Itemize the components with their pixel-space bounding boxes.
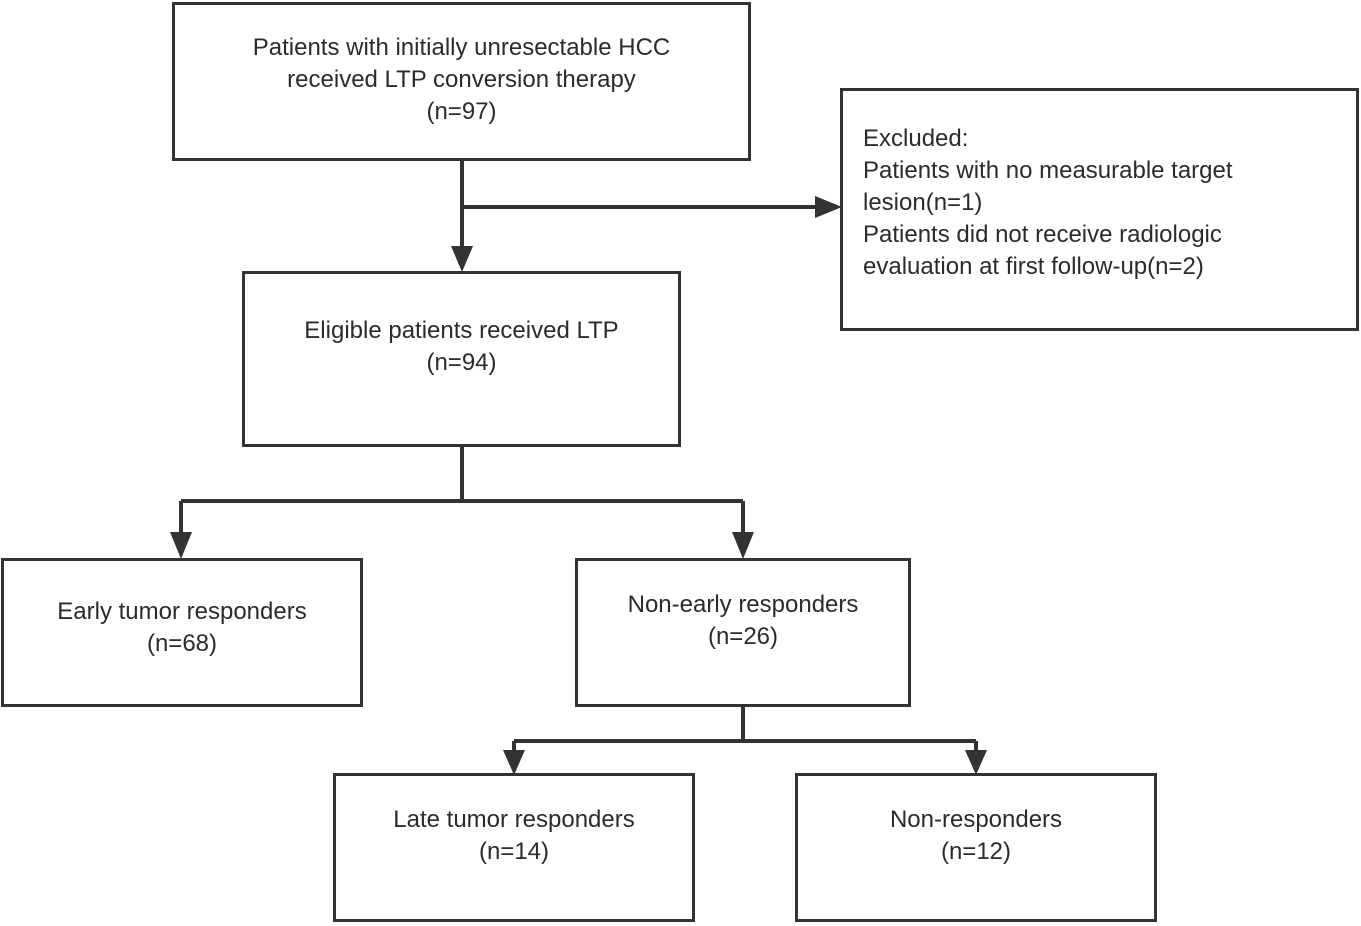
eligible-patients-box: Eligible patients received LTP (n=94) — [242, 271, 681, 447]
excluded-line-2: lesion(n=1) — [863, 188, 983, 216]
excluded-line-4: evaluation at first follow-up(n=2) — [863, 252, 1204, 280]
eligible-label: Eligible patients received LTP — [304, 317, 619, 344]
non-responders-box: Non-responders (n=12) — [795, 773, 1157, 922]
late-count: (n=14) — [478, 837, 550, 865]
nonearly-count: (n=26) — [707, 622, 779, 650]
nonresp-count: (n=12) — [940, 837, 1012, 865]
initial-patients-box: Patients with initially unresectable HCC… — [172, 2, 751, 161]
excluded-line-1: Patients with no measurable target — [863, 156, 1233, 184]
arrowhead-early — [170, 532, 192, 559]
excluded-line-3: Patients did not receive radiologic — [863, 220, 1222, 248]
eligible-count: (n=94) — [426, 349, 497, 376]
arrowhead-eligible — [451, 246, 473, 272]
excluded-heading: Excluded: — [863, 124, 969, 152]
initial-line-2: received LTP conversion therapy — [287, 65, 636, 93]
initial-count: (n=97) — [426, 97, 497, 125]
nonearly-label: Non-early responders — [627, 590, 859, 618]
non-early-responders-box: Non-early responders (n=26) — [575, 558, 911, 707]
arrowhead-nonearly — [732, 532, 754, 559]
initial-line-1: Patients with initially unresectable HCC — [252, 33, 671, 61]
early-label: Early tumor responders — [57, 597, 307, 625]
excluded-box: Excluded: Patients with no measurable ta… — [840, 88, 1359, 331]
nonresp-label: Non-responders — [889, 805, 1063, 833]
arrowhead-excluded — [815, 196, 842, 218]
early-count: (n=68) — [146, 629, 218, 657]
late-label: Late tumor responders — [393, 805, 635, 833]
late-responders-box: Late tumor responders (n=14) — [333, 773, 695, 922]
early-responders-box: Early tumor responders (n=68) — [1, 558, 363, 707]
arrowhead-nonresp — [965, 750, 987, 775]
arrowhead-late — [503, 750, 525, 775]
